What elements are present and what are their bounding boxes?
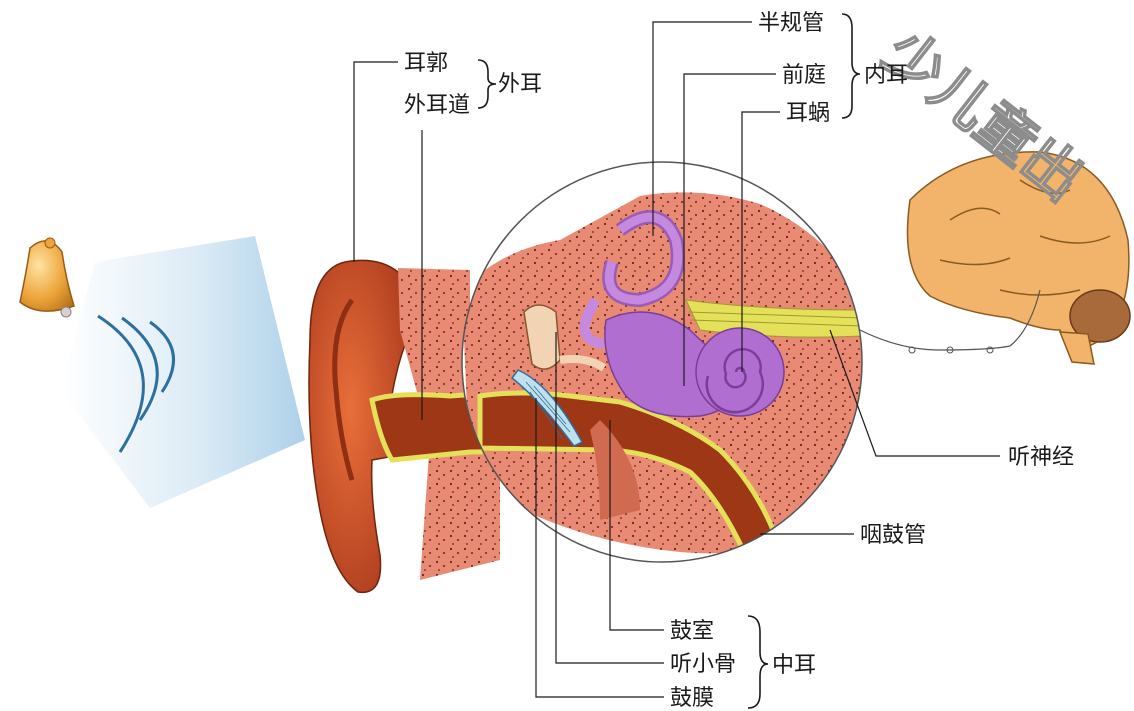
middle-ear-brace [748, 616, 768, 708]
label-ear-canal: 外耳道 [404, 93, 470, 118]
inner-ear-brace [842, 14, 860, 118]
outer-ear-brace [478, 60, 496, 108]
label-semicircular-canals: 半规管 [758, 11, 824, 36]
sound-waves [60, 236, 305, 508]
label-tympanic-cavity: 鼓室 [670, 619, 714, 644]
label-cochlea: 耳蜗 [786, 101, 830, 126]
label-eustachian-tube: 咽鼓管 [860, 523, 926, 548]
label-auditory-nerve: 听神经 [1008, 445, 1074, 470]
label-auricle: 耳郭 [404, 51, 448, 76]
label-outer-ear: 外耳 [498, 72, 542, 97]
label-middle-ear: 中耳 [772, 653, 816, 678]
label-eardrum: 鼓膜 [670, 686, 714, 711]
label-vestibule: 前庭 [782, 63, 826, 88]
label-ossicles: 听小骨 [670, 652, 736, 677]
label-inner-ear: 内耳 [864, 63, 908, 88]
bell-icon [20, 238, 74, 317]
